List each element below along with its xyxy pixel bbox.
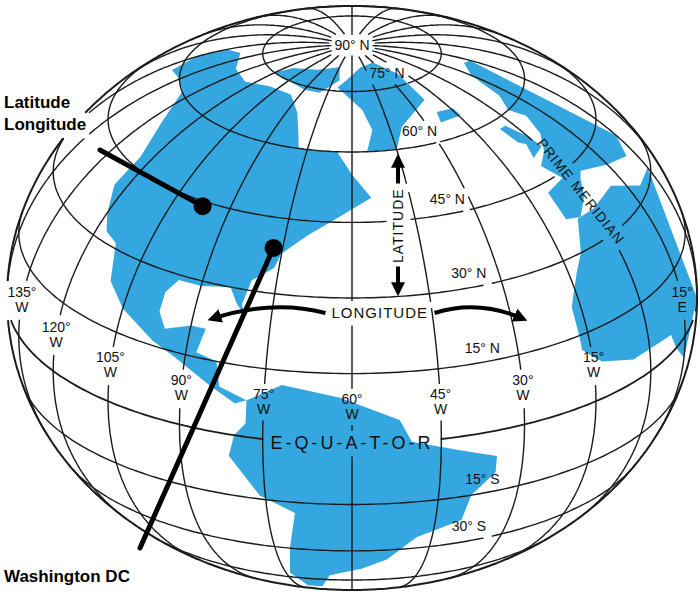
- longitude-label: 75° W: [253, 387, 274, 418]
- location-dot: [265, 239, 283, 257]
- latitude-label: 45° N: [430, 192, 465, 207]
- longitude-line: [359, 57, 441, 587]
- latitude-label: 75° N: [369, 66, 404, 81]
- graticule: [8, 6, 697, 590]
- longitude-line: [369, 15, 448, 34]
- longitude-line: [375, 42, 655, 158]
- latitude-label: 60° N: [402, 124, 437, 139]
- callout-label: Washington DC: [4, 568, 130, 587]
- equator-label: E-Q-U-A-T-O-R: [271, 434, 434, 454]
- longitude-line: [375, 48, 685, 435]
- arrows-and-markers: [100, 150, 524, 548]
- longitude-line: [360, 9, 398, 34]
- leader-line: [100, 150, 196, 202]
- latitude-label: 30° S: [452, 519, 486, 534]
- longitude-arrow: [435, 307, 524, 319]
- latitude-arrow: [396, 267, 400, 293]
- land-mass: [229, 385, 497, 586]
- longitude-label: 30° W: [512, 373, 533, 404]
- longitude-label: 15° W: [583, 350, 604, 381]
- callout-label: Longitude: [4, 116, 86, 135]
- location-dot: [194, 197, 212, 215]
- longitude-line: [351, 56, 352, 590]
- leader-line: [140, 255, 270, 548]
- longitude-line: [8, 46, 331, 281]
- axis-label: LONGITUDE: [332, 305, 429, 322]
- longitude-label: 105° W: [96, 350, 125, 381]
- equator-line: [11, 298, 697, 439]
- longitude-label: 60° W: [342, 392, 363, 423]
- longitude-line: [307, 9, 345, 34]
- latitude-label: 15° S: [465, 472, 499, 487]
- longitude-label: 15° E: [672, 285, 693, 316]
- globe-outline: [8, 6, 697, 590]
- longitude-line: [263, 57, 345, 587]
- pole-label: 90° N: [335, 38, 370, 53]
- latitude-arrow: [396, 158, 400, 184]
- longitude-line: [373, 25, 505, 37]
- longitude-arrow: [212, 307, 326, 319]
- longitude-label: 120° W: [42, 320, 71, 351]
- callout-label: Latitude: [4, 94, 70, 113]
- land-mass: [437, 108, 461, 122]
- longitude-line: [351, 6, 352, 34]
- land-mass: [107, 49, 372, 403]
- longitude-line: [373, 46, 697, 298]
- axis-label: LATITUDE: [390, 188, 405, 263]
- longitude-label: 90° W: [171, 373, 192, 404]
- longitude-label: 135° W: [7, 285, 36, 316]
- longitude-line: [108, 55, 331, 559]
- longitude-line: [180, 56, 339, 579]
- latitude-label: 15° N: [465, 341, 500, 356]
- land-masses: [107, 49, 697, 586]
- longitude-label: 45° W: [430, 387, 451, 418]
- latitude-label: 30° N: [451, 266, 486, 281]
- longitude-line: [49, 42, 329, 158]
- longitude-line: [199, 25, 331, 37]
